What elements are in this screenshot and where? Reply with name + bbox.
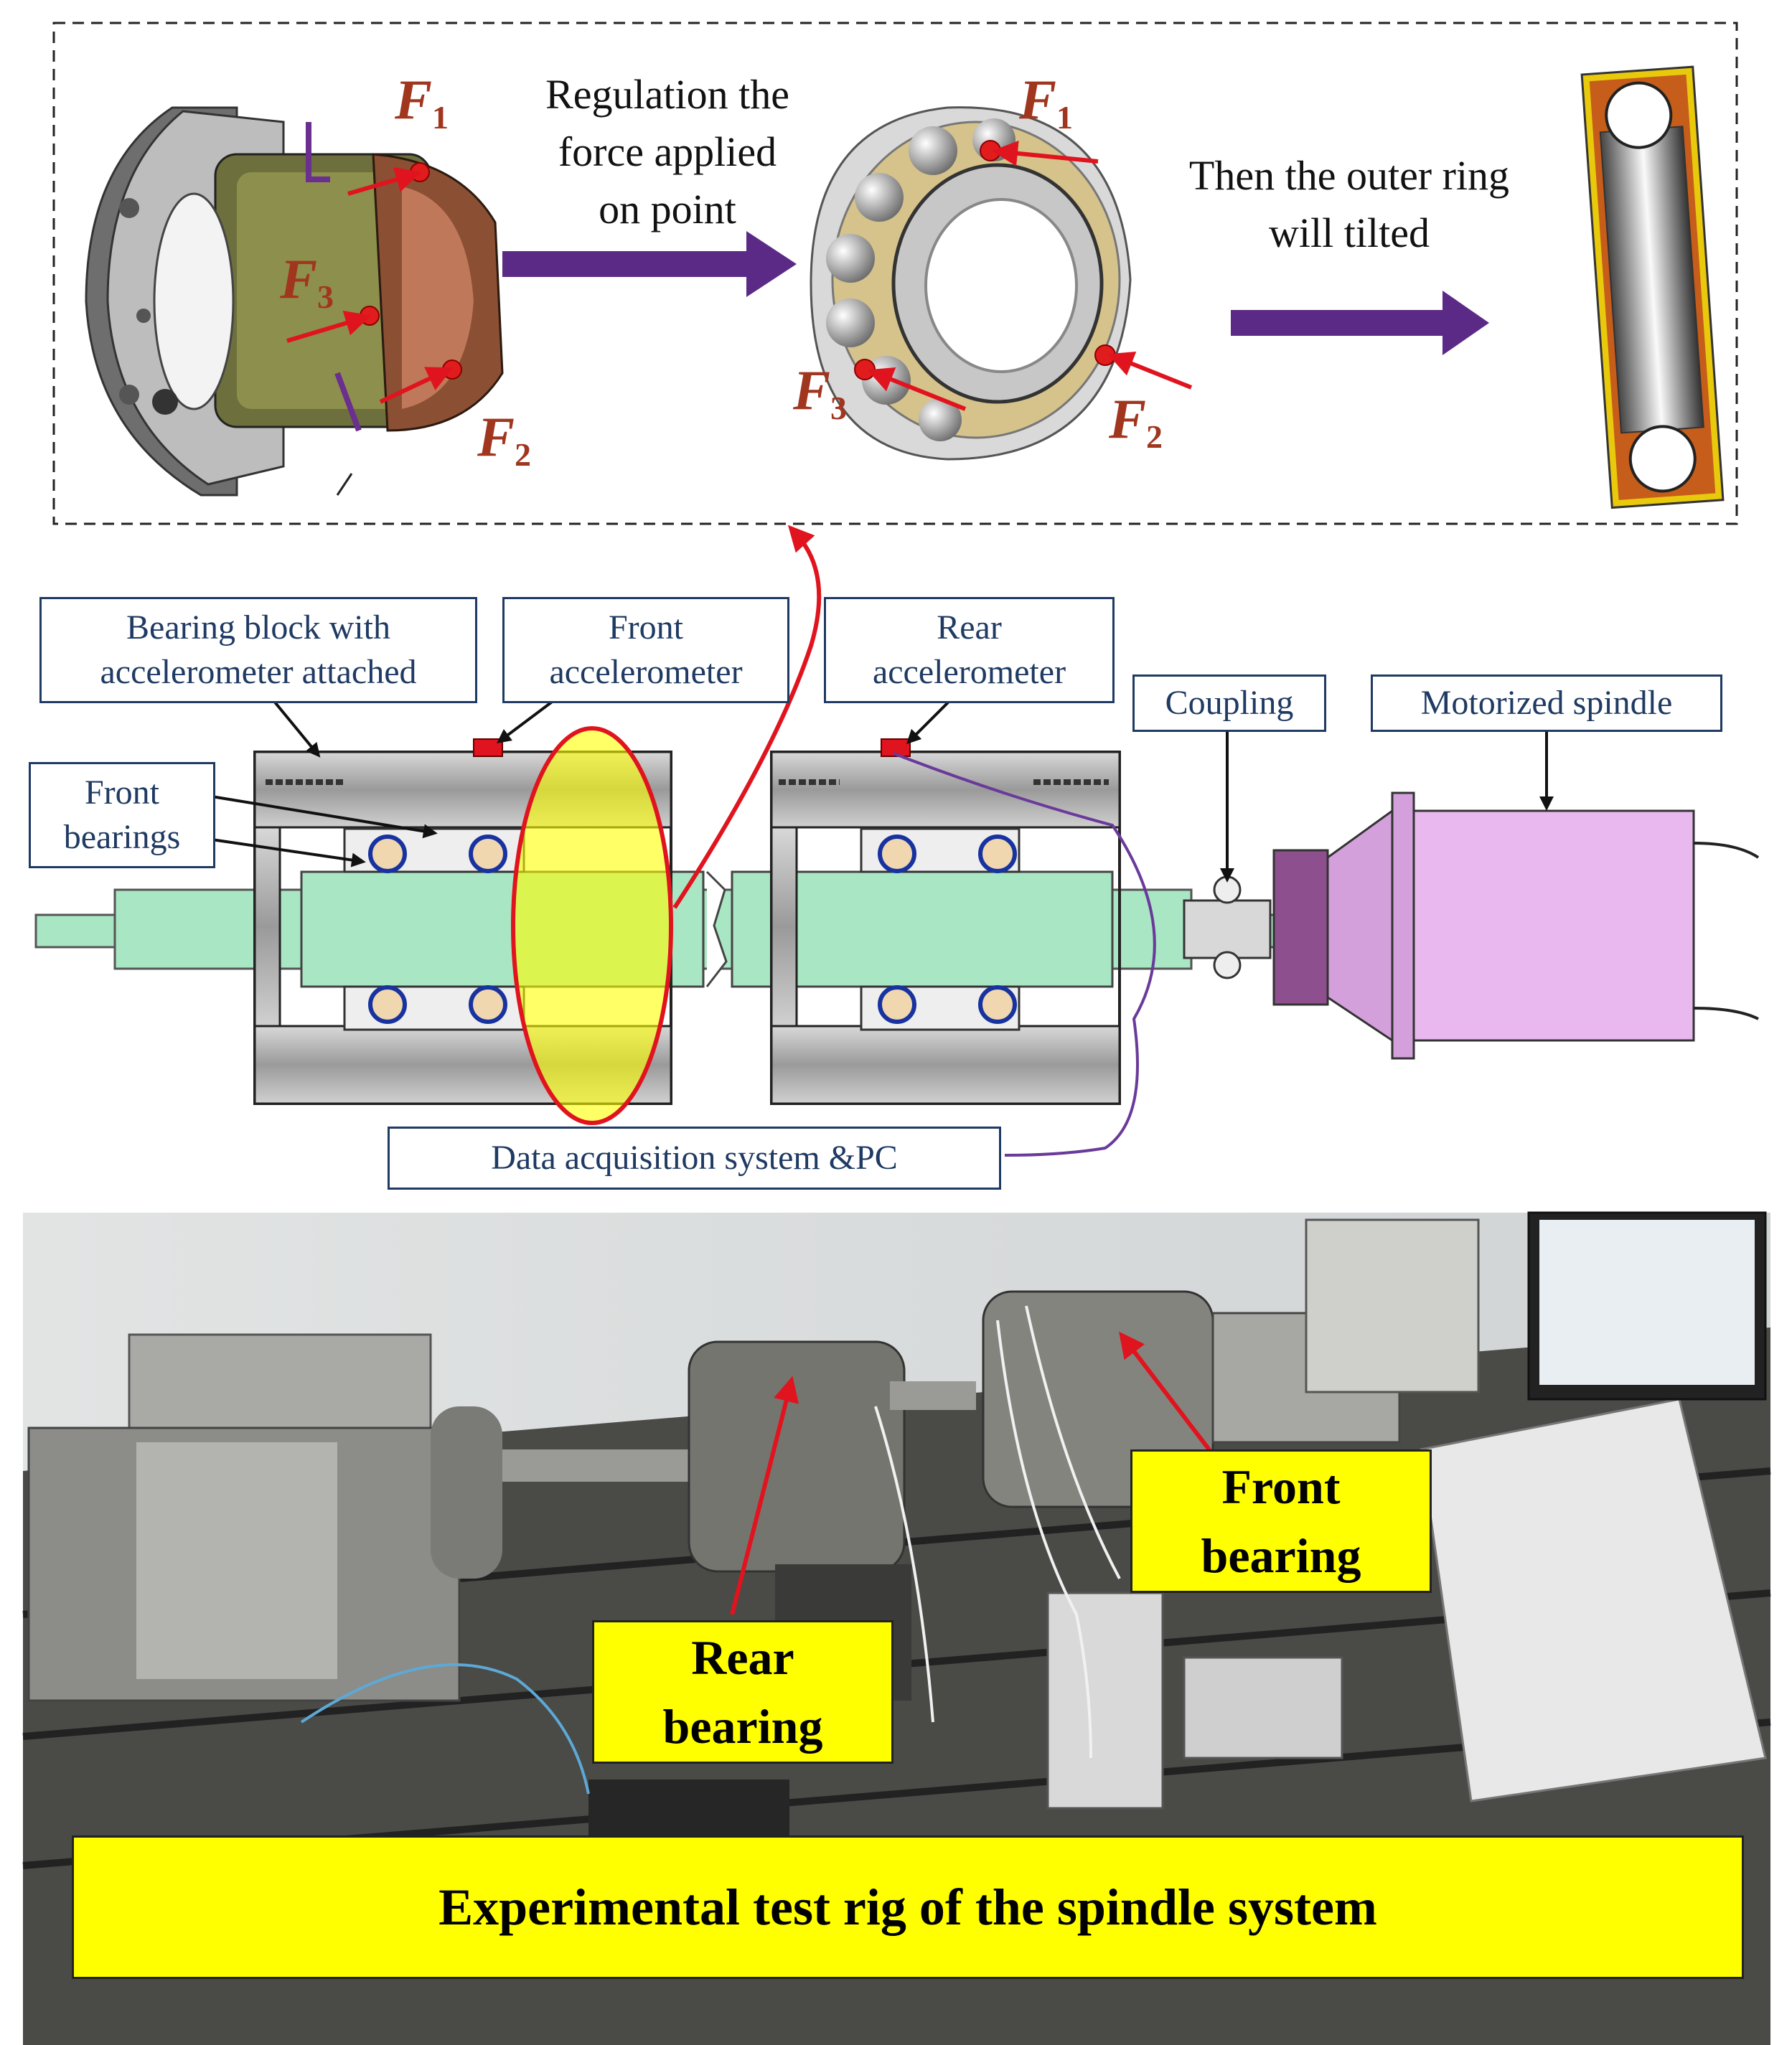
step2-text: Then the outer ring will tilted (1148, 147, 1550, 262)
daq-label: Data acquisition system &PC (388, 1127, 1001, 1190)
motor-text: Motorized spindle (1420, 684, 1673, 722)
front-bearings-line1: Front (84, 774, 159, 812)
step2-line2: will tilted (1269, 210, 1430, 256)
bearing-block-line2: accelerometer attached (100, 653, 417, 691)
step2-line1: Then the outer ring (1188, 152, 1510, 199)
front-bearing-tag: Front bearing (1130, 1449, 1432, 1593)
rear-bearing-line2: bearing (662, 1699, 823, 1754)
caption-text: Experimental test rig of the spindle sys… (438, 1879, 1377, 1936)
front-accel-line2: accelerometer (549, 653, 743, 691)
step1-line3: on point (599, 186, 736, 232)
bearing-block-3d (85, 106, 504, 497)
motor-body (1412, 809, 1695, 1042)
front-accelerometer-label: Front accelerometer (502, 597, 789, 703)
spindle-schematic (34, 525, 1760, 1157)
bearing-block-line1: Bearing block with (126, 608, 390, 647)
callout-arrow (672, 525, 822, 909)
rear-accel-line1: Rear (937, 608, 1002, 647)
front-bearings-label: Front bearings (29, 762, 215, 868)
motor-flange (1272, 849, 1329, 1006)
top-panel-frame (52, 22, 1738, 525)
coupling-label: Coupling (1132, 674, 1326, 732)
coupling-text: Coupling (1165, 684, 1294, 722)
caption-banner: Experimental test rig of the spindle sys… (72, 1835, 1744, 1979)
force-f3-mid: F3 (793, 359, 848, 426)
front-bearing-line1: Front (1221, 1459, 1341, 1514)
front-bearing-line2: bearing (1201, 1528, 1361, 1583)
process-arrow-1 (502, 231, 797, 297)
front-accel-line1: Front (608, 608, 683, 647)
step1-text: Regulation the force applied on point (502, 66, 832, 238)
force-f1-mid: F1 (1019, 68, 1074, 136)
force-f3-left: F3 (280, 248, 334, 315)
step1-line2: force applied (558, 128, 777, 175)
process-arrow-2 (1231, 291, 1489, 355)
front-accelerometer-sensor (473, 738, 503, 757)
rear-accelerometer-label: Rear accelerometer (824, 597, 1115, 703)
rear-bearing-tag: Rear bearing (592, 1620, 893, 1764)
motor-label: Motorized spindle (1371, 674, 1722, 732)
daq-text: Data acquisition system &PC (491, 1139, 898, 1177)
step1-line1: Regulation the (545, 71, 789, 118)
front-bearings-line2: bearings (63, 818, 181, 856)
tilted-ring-section (1580, 65, 1725, 509)
force-f2-left: F2 (477, 405, 532, 473)
rear-bearing-line1: Rear (691, 1630, 794, 1685)
force-f2-mid: F2 (1109, 387, 1163, 455)
angular-bearing-3d (810, 106, 1193, 461)
bearing-block-label: Bearing block with accelerometer attache… (39, 597, 477, 703)
rear-accel-line2: accelerometer (872, 653, 1066, 691)
rear-accelerometer-sensor (881, 738, 911, 757)
highlight-ellipse (511, 726, 673, 1125)
force-f1-left: F1 (395, 68, 449, 136)
